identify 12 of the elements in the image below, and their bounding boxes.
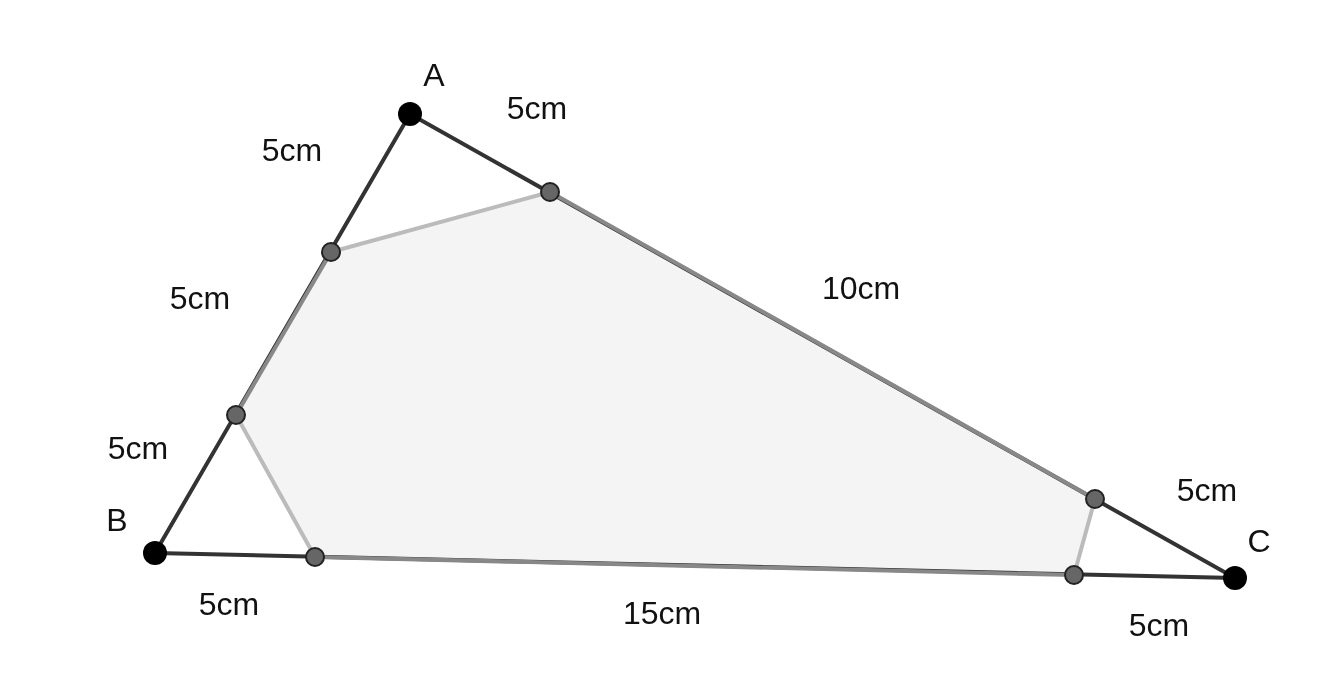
vertex-label: A bbox=[423, 59, 445, 91]
vertex-label: C bbox=[1247, 525, 1271, 557]
length-label: 10cm bbox=[821, 272, 901, 304]
vertex-label: B bbox=[106, 504, 128, 536]
length-label: 5cm bbox=[261, 134, 323, 166]
length-label: 5cm bbox=[1128, 609, 1190, 641]
length-label: 5cm bbox=[1176, 474, 1238, 506]
length-label: 15cm bbox=[622, 597, 702, 629]
length-label: 5cm bbox=[169, 282, 231, 314]
length-label: 5cm bbox=[107, 432, 169, 464]
length-label: 5cm bbox=[506, 92, 568, 124]
length-label: 5cm bbox=[198, 588, 260, 620]
